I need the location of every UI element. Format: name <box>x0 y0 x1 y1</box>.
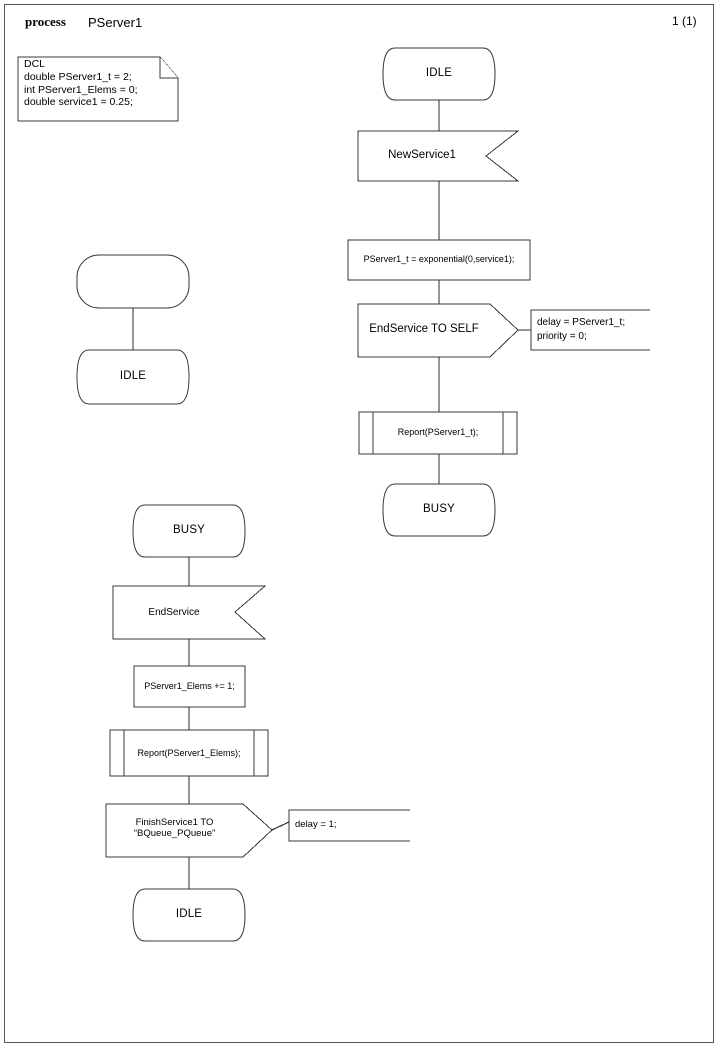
input-endservice-shape <box>112 585 267 640</box>
connector-output2-to-comment <box>271 821 290 831</box>
state-idle-1-shape <box>382 47 496 101</box>
comment-delay-priority-shape <box>530 309 650 351</box>
input-newservice1-shape <box>357 130 520 182</box>
task-elems-inc-shape <box>133 665 246 708</box>
process-keyword: process <box>25 14 66 29</box>
page-number: 1 (1) <box>672 14 697 28</box>
state-busy-2-shape <box>132 504 246 558</box>
dcl-note-shape <box>17 56 179 122</box>
state-idle-2-shape <box>132 888 246 942</box>
output-endservice-self-shape <box>357 303 519 358</box>
start-symbol-shape <box>76 254 190 309</box>
task-exponential-shape <box>347 239 531 281</box>
state-busy-1-shape <box>382 483 496 537</box>
comment-delay-1-shape <box>288 809 410 842</box>
output-finishservice1-shape <box>105 803 273 858</box>
state-idle-start-shape <box>76 349 190 405</box>
proc-report-t-shape <box>358 411 518 455</box>
page-title: PServer1 <box>88 15 143 30</box>
proc-report-elems-shape <box>109 729 269 777</box>
